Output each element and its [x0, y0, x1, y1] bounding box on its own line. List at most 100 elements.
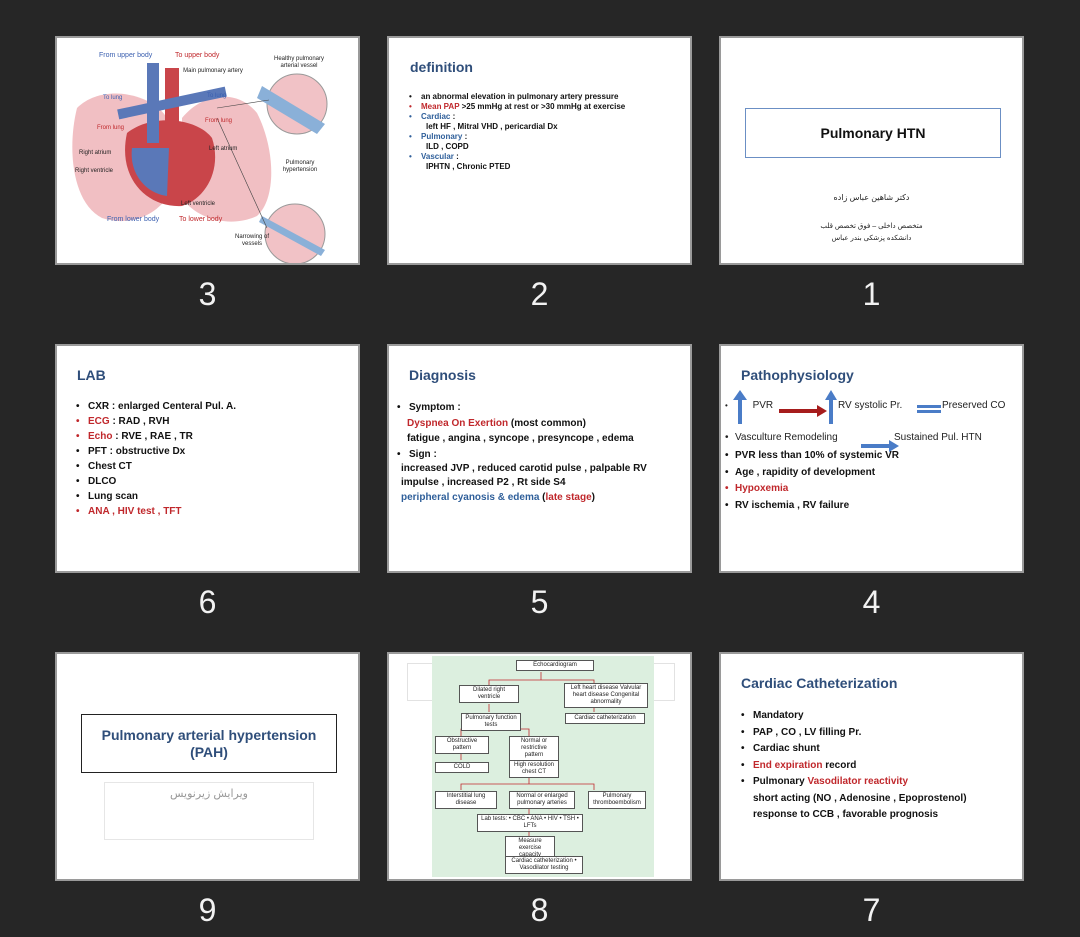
- flow-echocardiogram: Echocardiogram: [516, 660, 594, 671]
- flow-left-heart: Left heart disease Valvular heart diseas…: [564, 683, 648, 708]
- rv-systolic-label: RV systolic Pr.: [838, 400, 903, 411]
- label-left-atrium: Left atrium: [209, 146, 238, 152]
- flow-normal-restrictive: Normal or restrictive pattern: [509, 736, 559, 761]
- list-subitem: response to CCB , favorable prognosis: [753, 809, 939, 820]
- flow-interstitial: Interstitial lung disease: [435, 791, 497, 809]
- list-item: •CXR : enlarged Centeral Pul. A.: [76, 401, 237, 412]
- healthy-vessel-shape: [257, 86, 325, 134]
- list-item: •Sign :: [397, 448, 437, 460]
- label-right-atrium: Right atrium: [79, 150, 112, 156]
- right-lung-shape: [182, 96, 272, 222]
- author-role: متخصص داخلی – فوق تخصص قلب: [820, 223, 923, 230]
- list-item: •Mean PAP >25 mmHg at rest or >30 mmHg a…: [409, 102, 626, 111]
- list-item: •RV ischemia , RV failure: [725, 499, 850, 511]
- slide-number-6: 6: [198, 584, 217, 620]
- slide-thumbnail-5[interactable]: Diagnosis •Symptom : Dyspnea On Exertion…: [387, 344, 692, 573]
- sign-cyanosis: peripheral cyanosis & edema (late stage): [401, 492, 595, 503]
- list-item: •Echo : RVE , RAE , TR: [76, 431, 193, 442]
- narrowed-vessel-shape: [259, 216, 325, 256]
- pvr-label: • PVR: [725, 400, 774, 411]
- slide-subtitle: ویرایش زیرنویس: [170, 788, 248, 800]
- flow-pte: Pulmonary thromboembolism: [588, 791, 646, 809]
- label-narrowing-vessels: Narrowing of vessels: [234, 234, 269, 247]
- lab-list: •CXR : enlarged Centeral Pul. A. •ECG : …: [76, 399, 346, 519]
- symptom-list: fatigue , angina , syncope , presyncope …: [407, 433, 634, 444]
- flow-copd: COLD: [435, 762, 489, 773]
- list-subitem: left HF , Mitral VHD , pericardial Dx: [426, 122, 558, 131]
- list-subitem: IPHTN , Chronic PTED: [426, 162, 511, 171]
- slide-number-3: 3: [198, 276, 217, 312]
- flow-cath-2: Cardiac catheterization • Vasodilator te…: [505, 856, 583, 874]
- flow-pft: Pulmonary function tests: [461, 713, 521, 731]
- subtitle-box: ویرایش زیرنویس: [104, 782, 314, 840]
- slide-number-7: 7: [862, 892, 881, 928]
- label-right-ventricle: Right ventricle: [75, 168, 114, 174]
- slide-thumbnail-2[interactable]: definition •an abnormal elevation in pul…: [387, 36, 692, 265]
- label-pulmonary-hypertension: Pulmonary hypertension: [282, 160, 318, 173]
- slide-title: Pulmonary HTN: [820, 125, 926, 141]
- label-from-lung-1: From lung: [97, 125, 125, 131]
- slide-title: LAB: [77, 367, 106, 383]
- list-subitem: short acting (NO , Adenosine , Epoproste…: [753, 792, 967, 804]
- slide-thumbnail-8[interactable]: Echocardiogram Dilated right ventricle L…: [387, 652, 692, 881]
- list-item: •ECG : RAD , RVH: [76, 416, 170, 427]
- label-healthy-vessel: Healthy pulmonary arterial vessel: [273, 56, 325, 69]
- sustained-htn-label: Sustained Pul. HTN: [894, 432, 982, 443]
- diagnosis-content: •Symptom : Dyspnea On Exertion (most com…: [397, 400, 681, 506]
- up-arrow-icon: [733, 390, 747, 424]
- list-item: •Symptom :: [397, 402, 461, 413]
- equals-icon: [917, 410, 941, 413]
- label-main-pulmonary-artery: Main pulmonary artery: [183, 68, 243, 74]
- list-item: •PAP , CO , LV filling Pr.: [741, 726, 862, 738]
- list-item: •PFT : obstructive Dx: [76, 446, 186, 457]
- slide-number-1: 1: [862, 276, 881, 312]
- slide-thumbnail-7[interactable]: Cardiac Catheterization •Mandatory •PAP …: [719, 652, 1024, 881]
- slide-number-8: 8: [530, 892, 549, 928]
- list-item: •Pulmonary Vasodilator reactivity: [741, 776, 909, 787]
- slide-title: Pathophysiology: [741, 367, 854, 383]
- right-arrow-icon: [861, 440, 899, 452]
- slide-title: Diagnosis: [409, 367, 476, 383]
- equals-icon: [917, 405, 941, 408]
- list-item: •Age , rapidity of development: [725, 466, 876, 478]
- slide-number-5: 5: [530, 584, 549, 620]
- remodeling-item: •Vasculture Remodeling: [725, 432, 838, 443]
- pulmonary-artery-shape: [117, 86, 227, 120]
- label-from-upper-body: From upper body: [99, 52, 153, 59]
- slide-thumbnail-3[interactable]: From upper body To upper body Main pulmo…: [55, 36, 360, 265]
- list-item: •End expiration record: [741, 759, 857, 771]
- heart-diagram: [72, 63, 328, 263]
- label-from-lung-2: From lung: [205, 118, 233, 124]
- slide-title: Cardiac Catheterization: [741, 675, 898, 691]
- author-school: دانشکده پزشکی بندر عباس: [831, 235, 912, 242]
- slide-thumbnail-4[interactable]: Pathophysiology • PVR RV systolic Pr. Pr…: [719, 344, 1024, 573]
- flow-normal-enlarged: Normal or enlarged pulmonary arteries: [509, 791, 575, 809]
- right-arrow-icon: [779, 405, 827, 417]
- label-left-ventricle: Left ventricle: [181, 201, 216, 207]
- flow-dilated-rv: Dilated right ventricle: [459, 685, 519, 703]
- symptom-dyspnea: Dyspnea On Exertion (most common): [407, 417, 586, 429]
- slide-title: Pulmonary arterial hypertension (PAH): [101, 726, 317, 760]
- up-arrow-icon: [825, 390, 837, 424]
- slide-thumbnail-1[interactable]: Pulmonary HTN دکتر شاهین عباس زاده متخصص…: [719, 36, 1024, 265]
- preserved-co-label: Preserved CO: [942, 400, 1006, 411]
- right-heart-shape: [131, 148, 169, 196]
- list-item: •PVR less than 10% of systemic VR: [725, 450, 899, 461]
- slide-number-2: 2: [530, 276, 549, 312]
- title-box: Pulmonary HTN: [745, 108, 1001, 158]
- label-to-lung-2: To lung: [207, 93, 227, 99]
- pathophysiology-arrows: [733, 390, 941, 452]
- list-item: •Cardiac shunt: [741, 743, 820, 754]
- author-name: دکتر شاهین عباس زاده: [833, 193, 910, 202]
- patho-list: •PVR less than 10% of systemic VR •Age ,…: [725, 448, 1015, 514]
- slide-thumbnail-9[interactable]: Pulmonary arterial hypertension (PAH) وی…: [55, 652, 360, 881]
- slide-title: definition: [410, 59, 473, 75]
- label-to-lung-1: To lung: [103, 95, 123, 101]
- list-item: •an abnormal elevation in pulmonary arte…: [409, 92, 619, 101]
- list-item: •DLCO: [76, 476, 117, 487]
- definition-list: •an abnormal elevation in pulmonary arte…: [409, 92, 671, 172]
- flow-lab-tests: Lab tests: • CBC • ANA • HIV • TSH • LFT…: [477, 814, 583, 832]
- label-to-upper-body: To upper body: [175, 52, 220, 59]
- sign-list: increased JVP , reduced carotid pulse , …: [401, 463, 647, 488]
- slide-thumbnail-6[interactable]: LAB •CXR : enlarged Centeral Pul. A. •EC…: [55, 344, 360, 573]
